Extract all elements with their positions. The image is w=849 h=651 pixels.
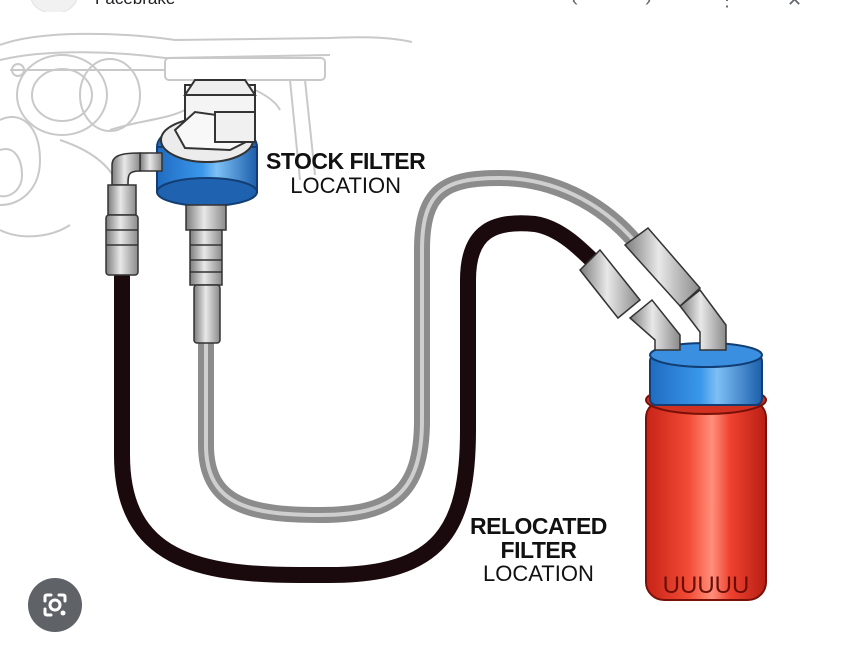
chevron-left-icon[interactable]: ‹ [572,0,578,10]
canister-right-fitting [623,226,727,351]
stock-bottom-fitting [185,204,227,344]
black-fuel-hose [114,215,608,583]
canister-left-fitting [578,248,681,351]
stock-label-line1: STOCK FILTER [266,148,426,174]
relocated-label-line2: FILTER [500,537,577,563]
stock-filter-head [156,79,258,207]
relocated-label-line3: LOCATION [483,561,594,586]
chevron-right-icon[interactable]: › [645,0,651,10]
relocated-filter-label: RELOCATED FILTER LOCATION [470,515,607,585]
relocated-filter-canister: UUUUU [645,342,767,601]
google-lens-icon [43,593,67,617]
app-title[interactable]: Facebrake [95,0,175,9]
more-vert-icon[interactable]: ⋮ [718,0,736,10]
close-icon[interactable]: ✕ [787,0,803,10]
stock-filter-label: STOCK FILTER LOCATION [266,148,426,198]
relocated-label-line1: RELOCATED [470,513,607,539]
google-lens-button[interactable] [28,578,82,632]
image-viewer-header: Facebrake ‹ › ⋮ ✕ [0,0,849,12]
stock-label-line2: LOCATION [290,173,402,198]
app-icon[interactable] [30,0,78,12]
stock-left-elbow-fitting [105,152,163,276]
canister-ribs: UUUUU [663,572,750,599]
gray-hose-highlight [204,175,639,518]
